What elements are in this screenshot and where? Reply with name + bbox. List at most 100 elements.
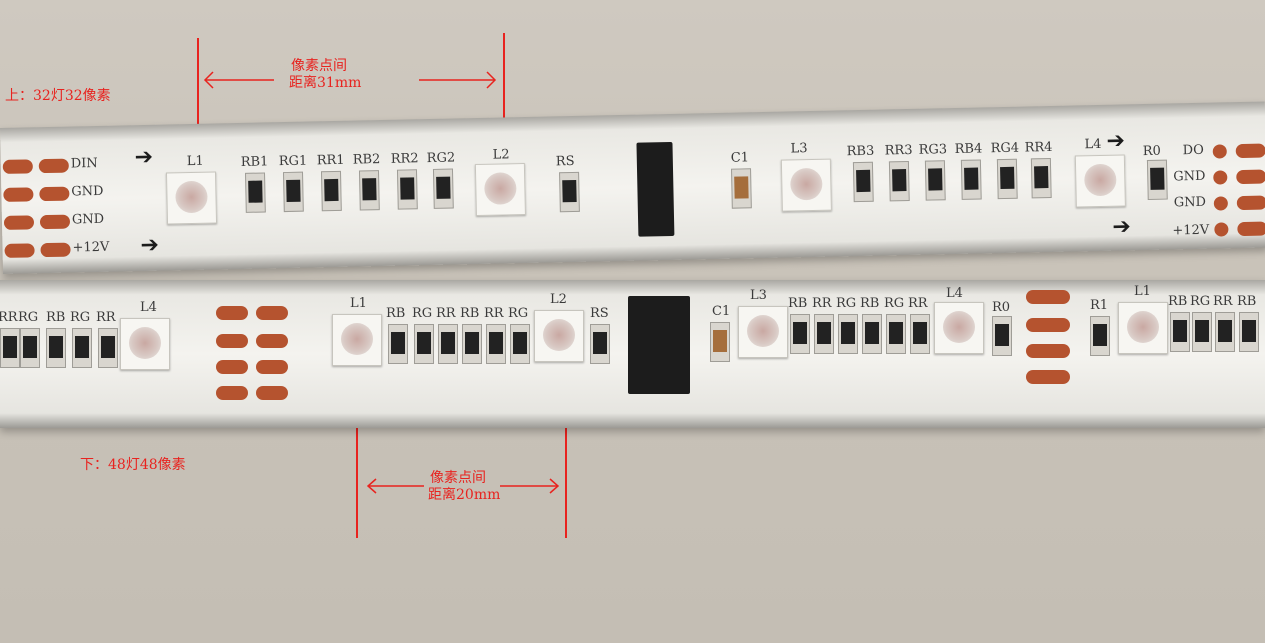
arrow-right-icon: ➔ [134,144,154,171]
component-label: RG [1190,294,1211,309]
solder-pad [1237,221,1265,237]
component-label: RG [508,306,529,321]
top-pitch-arrows [203,71,497,89]
rgb-led [534,310,584,362]
component-label: RB [1237,294,1257,309]
resistor [924,160,946,201]
component-label: L2 [492,147,510,163]
component-label: L4 [1084,136,1102,153]
resistor [438,324,458,364]
bottom-pitch-text-2: 距离20mm [428,487,501,503]
solder-pad [40,242,71,258]
top-pitch-text-2: 距离31mm [289,75,362,91]
component-label: RR [484,306,504,321]
component-label: R0 [1142,143,1161,160]
solder-pad [2,159,33,174]
pin-label-12v: +12V [1172,222,1210,239]
component-label: RB [1168,294,1188,309]
component-label: L1 [350,296,367,311]
rgb-led [332,314,382,366]
resistor [396,169,418,210]
component-label: RB [788,296,808,311]
top-label: 上：32灯32像素 [5,88,111,104]
component-label: L2 [550,292,567,307]
resistor [432,168,454,209]
resistor [1192,312,1212,352]
component-label: RB2 [352,152,381,168]
component-label: RB [460,306,480,321]
component-label: RR [96,310,116,325]
component-label: RG [884,296,905,311]
resistor [814,314,834,354]
component-label: R1 [1090,298,1109,313]
resistor [72,328,92,368]
resistor [992,316,1012,356]
component-label: RB1 [240,154,269,170]
component-label: RS [590,306,609,321]
solder-pad [216,386,248,400]
component-label: RR4 [1024,139,1053,156]
bottom-label: 下：48灯48像素 [80,457,186,473]
resistor [910,314,930,354]
resistor [486,324,506,364]
pin-label-gnd: GND [71,183,104,200]
rgb-led [165,171,218,225]
component-label: RG [836,296,857,311]
bottom-led-strip: RR RG RB RG RR L4 L1 RB RG RR RB RR RG L… [0,280,1265,428]
solder-pad [39,186,70,202]
resistor [960,159,982,200]
component-label: RS [555,153,575,170]
component-label: L4 [946,286,963,301]
solder-pad [216,306,248,320]
resistor [282,171,304,213]
resistor [98,328,118,368]
component-label: L1 [1134,284,1151,299]
component-label: RR1 [316,152,345,169]
resistor [0,328,20,368]
solder-pad [39,214,71,230]
solder-pad [256,386,288,400]
solder-pad [256,360,288,374]
component-label: L3 [750,288,767,303]
component-label: RG [412,306,433,321]
arrow-right-icon: ➔ [140,232,160,259]
solder-pad [1026,370,1070,384]
solder-pad [256,334,288,348]
resistor [414,324,434,364]
component-label: RB [860,296,880,311]
component-label: C1 [730,150,750,166]
resistor [320,170,342,212]
resistor [510,324,530,364]
component-label: RB [386,306,406,321]
pin-label-din: DIN [70,155,98,172]
component-label: RG4 [990,140,1020,157]
solder-pad [1212,144,1227,159]
component-label: L3 [790,141,808,157]
resistor [358,170,380,211]
bottom-pitch-left-line [356,428,358,538]
bottom-pitch-right-line [565,420,567,538]
solder-pad [256,306,288,320]
pin-label-gnd: GND [71,211,105,228]
solder-pad [1213,170,1228,185]
resistor [46,328,66,368]
component-label: RG1 [278,153,308,170]
component-label: L1 [186,153,204,170]
component-label: RB [46,310,66,325]
capacitor [710,322,730,362]
solder-pad [1236,169,1265,185]
solder-pad [216,334,248,348]
solder-pad [1026,344,1070,358]
resistor [462,324,482,364]
resistor [1239,312,1259,352]
solder-pad [3,187,34,202]
resistor [790,314,810,354]
component-label: RB3 [846,143,875,160]
rgb-led [780,158,832,212]
component-label: RB4 [954,141,983,158]
solder-pad [4,243,35,258]
component-label: R0 [992,300,1011,315]
resistor [559,171,580,213]
component-label: RR2 [390,151,419,167]
rgb-led [1118,302,1168,354]
